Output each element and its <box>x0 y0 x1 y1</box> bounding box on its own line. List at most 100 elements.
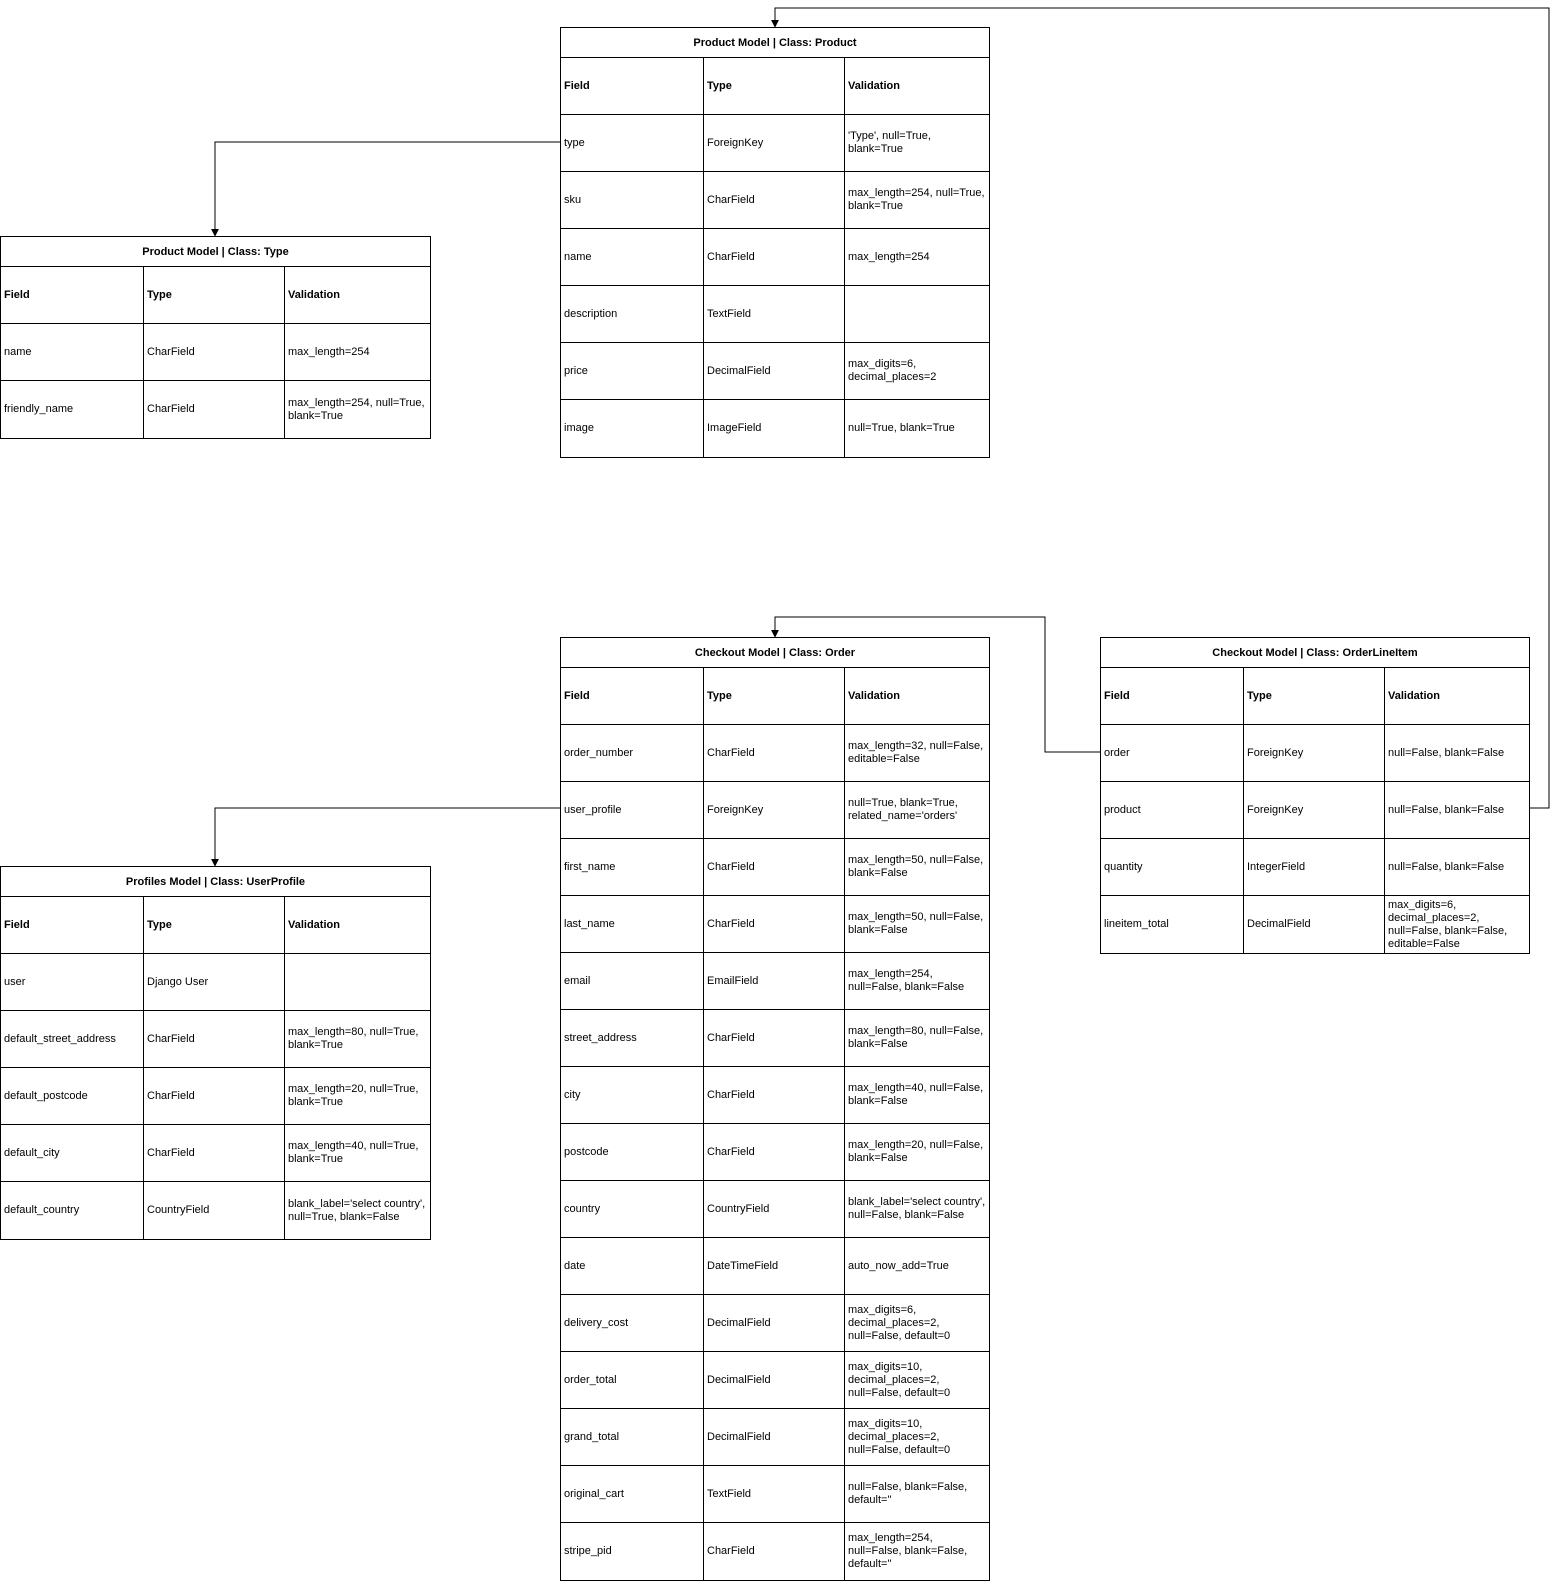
type-cell: ForeignKey <box>704 115 845 171</box>
field-cell: price <box>561 343 704 399</box>
table-header-row: Field Type Validation <box>561 58 989 115</box>
table-header-row: Field Type Validation <box>1101 668 1529 725</box>
field-cell: type <box>561 115 704 171</box>
header-field: Field <box>1 897 144 953</box>
type-cell: CharField <box>144 1125 285 1181</box>
type-cell: EmailField <box>704 953 845 1009</box>
validation-cell: max_length=254, null=False, blank=False <box>848 968 965 993</box>
table-row: type ForeignKey 'Type', null=True, blank… <box>561 115 989 172</box>
field-cell: postcode <box>561 1124 704 1180</box>
type-cell: IntegerField <box>1244 839 1385 895</box>
type-cell: TextField <box>704 1466 845 1522</box>
field-cell: image <box>561 400 704 457</box>
header-validation: Validation <box>848 79 900 92</box>
validation-cell: null=False, blank=False, default='' <box>848 1481 968 1506</box>
type-cell: CharField <box>704 1523 845 1580</box>
header-type: Type <box>704 58 845 114</box>
connector-order-user-profile-to-userprofile <box>211 807 560 867</box>
table-row: description TextField <box>561 286 989 343</box>
field-cell: description <box>561 286 704 342</box>
validation-cell: max_length=254 <box>288 345 370 358</box>
table-title: Product Model | Class: Product <box>561 28 989 58</box>
field-cell: city <box>561 1067 704 1123</box>
header-type: Type <box>144 897 285 953</box>
table-title: Product Model | Class: Type <box>1 237 430 267</box>
header-validation: Validation <box>288 918 340 931</box>
table-row: product ForeignKey null=False, blank=Fal… <box>1101 782 1529 839</box>
type-cell: CharField <box>704 725 845 781</box>
field-cell: original_cart <box>561 1466 704 1522</box>
table-row: order ForeignKey null=False, blank=False <box>1101 725 1529 782</box>
type-cell: DecimalField <box>704 1409 845 1465</box>
validation-cell: max_length=40, null=True, blank=True <box>288 1140 419 1165</box>
validation-cell: max_digits=6, decimal_places=2, null=Fal… <box>1388 898 1508 950</box>
type-cell: DecimalField <box>704 1352 845 1408</box>
validation-cell: max_length=20, null=False, blank=False <box>848 1139 984 1164</box>
validation-cell: max_length=80, null=False, blank=False <box>848 1025 984 1050</box>
type-cell: ForeignKey <box>1244 782 1385 838</box>
table-product: Product Model | Class: Product Field Typ… <box>560 27 990 458</box>
field-cell: first_name <box>561 839 704 895</box>
field-cell: street_address <box>561 1010 704 1066</box>
validation-cell: auto_now_add=True <box>848 1259 949 1272</box>
table-row: user Django User <box>1 954 430 1011</box>
field-cell: default_street_address <box>1 1011 144 1067</box>
type-cell: DecimalField <box>1244 896 1385 953</box>
table-row: first_name CharField max_length=50, null… <box>561 839 989 896</box>
type-cell: ImageField <box>704 400 845 457</box>
validation-cell: blank_label='select country', null=False… <box>848 1196 986 1221</box>
type-cell: TextField <box>704 286 845 342</box>
field-cell: grand_total <box>561 1409 704 1465</box>
table-userprofile: Profiles Model | Class: UserProfile Fiel… <box>0 866 431 1240</box>
header-validation: Validation <box>1388 689 1440 702</box>
table-row: default_city CharField max_length=40, nu… <box>1 1125 430 1182</box>
table-row: lineitem_total DecimalField max_digits=6… <box>1101 896 1529 953</box>
header-validation: Validation <box>288 288 340 301</box>
table-row: image ImageField null=True, blank=True <box>561 400 989 457</box>
header-field: Field <box>561 668 704 724</box>
validation-cell: max_length=32, null=False, editable=Fals… <box>848 740 984 765</box>
type-cell: CharField <box>704 229 845 285</box>
field-cell: default_postcode <box>1 1068 144 1124</box>
table-row: friendly_name CharField max_length=254, … <box>1 381 430 438</box>
validation-cell: max_length=50, null=False, blank=False <box>848 911 984 936</box>
validation-cell: max_digits=6, decimal_places=2, null=Fal… <box>848 1303 951 1342</box>
field-cell: name <box>561 229 704 285</box>
field-cell: name <box>1 324 144 380</box>
type-cell: CharField <box>144 1068 285 1124</box>
type-cell: DateTimeField <box>704 1238 845 1294</box>
table-row: name CharField max_length=254 <box>1 324 430 381</box>
field-cell: stripe_pid <box>561 1523 704 1580</box>
table-header-row: Field Type Validation <box>1 267 430 324</box>
field-cell: order <box>1101 725 1244 781</box>
table-orderlineitem: Checkout Model | Class: OrderLineItem Fi… <box>1100 637 1530 954</box>
field-cell: email <box>561 953 704 1009</box>
type-cell: CharField <box>144 324 285 380</box>
table-row: delivery_cost DecimalField max_digits=6,… <box>561 1295 989 1352</box>
table-row: city CharField max_length=40, null=False… <box>561 1067 989 1124</box>
type-cell: DecimalField <box>704 343 845 399</box>
validation-cell: 'Type', null=True, blank=True <box>848 130 931 155</box>
field-cell: quantity <box>1101 839 1244 895</box>
table-row: stripe_pid CharField max_length=254, nul… <box>561 1523 989 1580</box>
header-field: Field <box>1101 668 1244 724</box>
field-cell: delivery_cost <box>561 1295 704 1351</box>
validation-cell: max_digits=10, decimal_places=2, null=Fa… <box>848 1417 951 1456</box>
table-row: street_address CharField max_length=80, … <box>561 1010 989 1067</box>
validation-cell: null=True, blank=True, related_name='ord… <box>848 797 958 822</box>
field-cell: order_total <box>561 1352 704 1408</box>
table-header-row: Field Type Validation <box>1 897 430 954</box>
field-cell: sku <box>561 172 704 228</box>
validation-cell: max_length=80, null=True, blank=True <box>288 1026 419 1051</box>
table-row: grand_total DecimalField max_digits=10, … <box>561 1409 989 1466</box>
validation-cell <box>845 286 989 342</box>
header-type: Type <box>704 668 845 724</box>
type-cell: CharField <box>704 1010 845 1066</box>
validation-cell: max_length=254, null=False, blank=False,… <box>848 1532 968 1570</box>
field-cell: date <box>561 1238 704 1294</box>
validation-cell: max_digits=10, decimal_places=2, null=Fa… <box>848 1360 951 1399</box>
validation-cell: null=False, blank=False <box>1388 803 1505 816</box>
validation-cell: max_length=50, null=False, blank=False <box>848 854 984 879</box>
validation-cell: max_length=254, null=True, blank=True <box>848 187 985 212</box>
header-type: Type <box>144 267 285 323</box>
